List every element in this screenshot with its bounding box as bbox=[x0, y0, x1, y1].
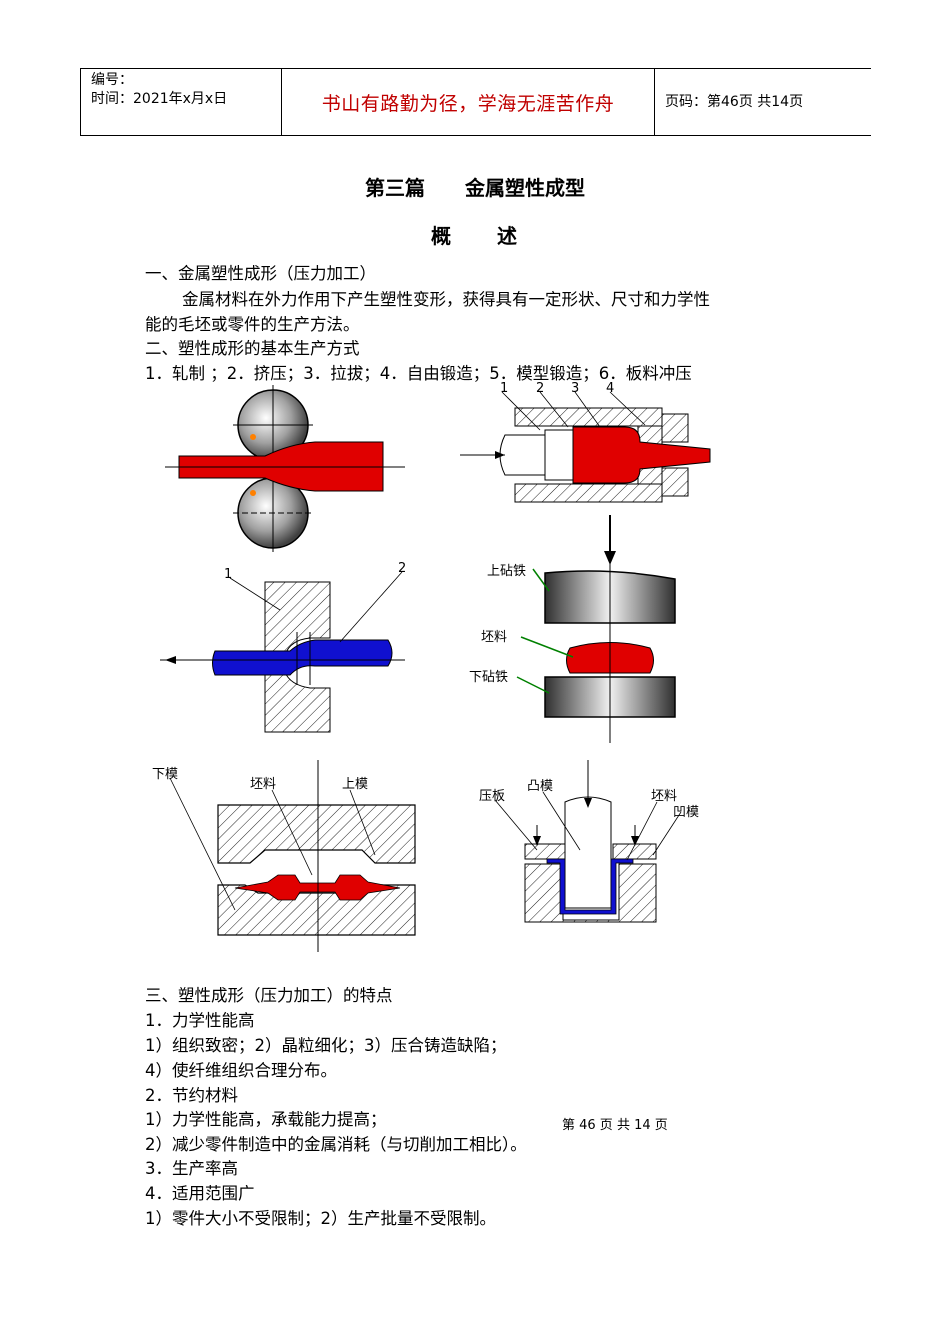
extruded-metal bbox=[572, 426, 711, 484]
serial-label: 编号： bbox=[91, 72, 133, 88]
free-forging-figure: 上砧铁 坯料 下砧铁 bbox=[469, 560, 676, 743]
upper-die bbox=[217, 804, 416, 864]
methods-list: 1．轧制 ；2．挤压；3．拉拔；4．自由锻造；5．模型锻造；6．板料冲压 bbox=[145, 364, 692, 383]
blank-label: 坯料 bbox=[481, 630, 507, 645]
page-title: 第三篇 金属塑性成型 bbox=[365, 176, 585, 200]
press-plate-label: 压板 bbox=[479, 789, 505, 804]
extrude-label-3: 3 bbox=[571, 381, 579, 396]
die-blank-label: 坯料 bbox=[250, 777, 276, 792]
lower-anvil-label: 下砧铁 bbox=[469, 670, 508, 685]
upper-anvil-label: 上砧铁 bbox=[487, 564, 526, 579]
lower-die bbox=[217, 884, 416, 936]
extrude-label-1: 1 bbox=[500, 381, 508, 396]
lower-die-label: 下模 bbox=[152, 767, 178, 782]
concave-die-label: 凹模 bbox=[673, 805, 699, 820]
header-cell-left: 编号： 时间：2021年x月x日 bbox=[81, 69, 282, 135]
extrude-label-4: 4 bbox=[606, 381, 614, 396]
header-cell-motto: 书山有路勤为径，学海无涯苦作舟 bbox=[282, 69, 655, 135]
feature-heading: 3．生产率高 bbox=[145, 1159, 238, 1178]
feature-heading: 1．力学性能高 bbox=[145, 1011, 255, 1030]
section-heading-2: 二、塑性成形的基本生产方式 bbox=[145, 339, 360, 358]
extrusion-figure: 1 2 3 4 bbox=[460, 381, 711, 503]
stamped-cup bbox=[546, 858, 634, 915]
page-subtitle: 概 述 bbox=[431, 224, 519, 248]
feature-detail: 1）力学性能高，承载能力提高； bbox=[145, 1110, 387, 1129]
date-label: 时间：2021年x月x日 bbox=[91, 91, 228, 107]
die-forging-figure: 下模 坯料 上模 bbox=[152, 760, 416, 952]
motto-text: 书山有路勤为径，学海无涯苦作舟 bbox=[321, 92, 615, 115]
stamp-blank-label: 坯料 bbox=[651, 789, 677, 804]
feature-heading: 4．适用范围广 bbox=[145, 1184, 255, 1203]
page-label: 页码：第46页 共14页 bbox=[665, 94, 804, 110]
section-heading-3: 三、塑性成形（压力加工）的特点 bbox=[145, 986, 393, 1005]
paragraph-line: 能的毛坯或零件的生产方法。 bbox=[145, 315, 360, 334]
upper-die-label: 上模 bbox=[342, 777, 368, 792]
header-table: 编号： 时间：2021年x月x日 书山有路勤为径，学海无涯苦作舟 页码：第46页… bbox=[80, 68, 871, 136]
section-heading-1: 一、金属塑性成形（压力加工） bbox=[145, 264, 376, 283]
punch bbox=[564, 796, 612, 909]
drawing-figure: 1 2 bbox=[160, 561, 406, 733]
stamping-figure: 压板 凸模 坯料 凹模 bbox=[479, 760, 699, 923]
drawn-wire bbox=[212, 639, 393, 676]
feature-detail: 2）减少零件制造中的金属消耗（与切削加工相比）。 bbox=[145, 1135, 527, 1154]
header-cell-page: 页码：第46页 共14页 bbox=[655, 69, 871, 135]
draw-label-2: 2 bbox=[398, 561, 406, 576]
extrude-label-2: 2 bbox=[536, 381, 544, 396]
feature-detail: 4）使纤维组织合理分布。 bbox=[145, 1061, 337, 1080]
feature-detail: 1）零件大小不受限制；2）生产批量不受限制。 bbox=[145, 1209, 496, 1228]
rolling-figure bbox=[165, 385, 405, 552]
page-footer: 第 46 页 共 14 页 bbox=[562, 1118, 668, 1133]
down-arrow bbox=[604, 515, 616, 565]
punch-label: 凸模 bbox=[527, 779, 553, 794]
paragraph-line: 金属材料在外力作用下产生塑性变形，获得具有一定形状、尺寸和力学性 bbox=[182, 290, 710, 309]
feature-detail: 1）组织致密；2）晶粒细化；3）压合铸造缺陷； bbox=[145, 1036, 507, 1055]
draw-label-1: 1 bbox=[224, 567, 232, 582]
feature-heading: 2．节约材料 bbox=[145, 1086, 238, 1105]
